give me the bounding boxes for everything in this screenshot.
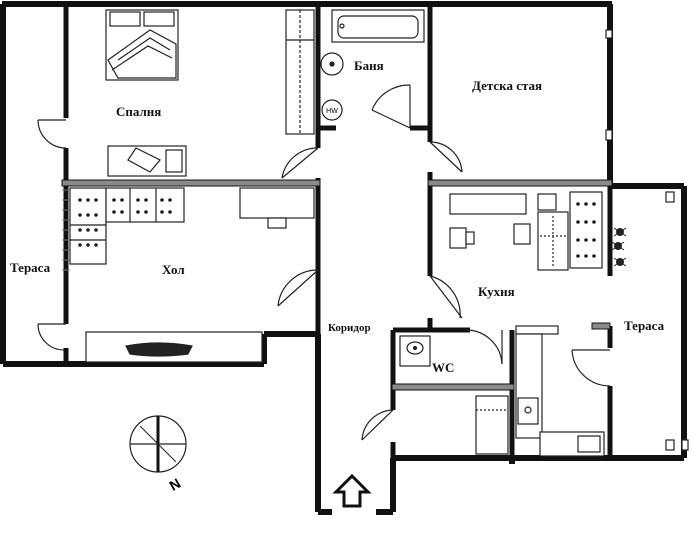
water-heater: HW	[321, 99, 343, 121]
shower-icon	[475, 395, 509, 455]
door-icon	[429, 275, 463, 319]
door-icon	[371, 84, 411, 129]
bathtub-icon	[331, 9, 425, 43]
room-label-terrace-right: Тераса	[624, 318, 665, 333]
door-icon	[571, 349, 611, 387]
wall-fills	[61, 179, 613, 391]
room-label-bedroom: Спалня	[116, 104, 162, 119]
room-label-terrace-left: Тераса	[10, 260, 51, 275]
bed-icon	[105, 9, 179, 81]
room-label-kitchen: Кухня	[478, 284, 515, 299]
sink-icon	[320, 52, 344, 76]
sofa-icon	[69, 187, 185, 265]
window-marks	[605, 29, 689, 451]
door-icon	[37, 119, 67, 149]
door-icon	[277, 269, 319, 307]
doors	[37, 84, 611, 441]
kitchen-counter	[449, 193, 557, 215]
desk	[239, 187, 315, 229]
room-label-wc: WC	[432, 360, 455, 375]
door-icon	[37, 323, 66, 351]
tv-unit	[85, 331, 263, 363]
room-label-kids-room: Детска стая	[472, 78, 543, 93]
toilet-icon	[399, 335, 431, 367]
door-icon	[465, 329, 503, 365]
chairs	[449, 223, 531, 249]
door-icon	[361, 409, 394, 441]
door-icon	[281, 147, 319, 179]
exterior-walls	[0, 1, 687, 515]
plant-icon	[611, 227, 627, 267]
kitchen-cabinet	[515, 325, 605, 457]
svg-text:HW: HW	[326, 108, 338, 115]
door-icon	[429, 141, 463, 173]
room-label-bathroom: Баня	[354, 58, 384, 73]
single-bed-icon	[107, 145, 187, 177]
room-label-living: Хол	[162, 262, 185, 277]
wall-hatch	[62, 189, 70, 271]
wardrobe	[285, 9, 315, 135]
compass-icon	[129, 415, 187, 473]
room-label-corridor: Коридор	[328, 322, 371, 334]
dining-table	[537, 191, 603, 271]
entrance-arrow-icon	[332, 473, 372, 508]
